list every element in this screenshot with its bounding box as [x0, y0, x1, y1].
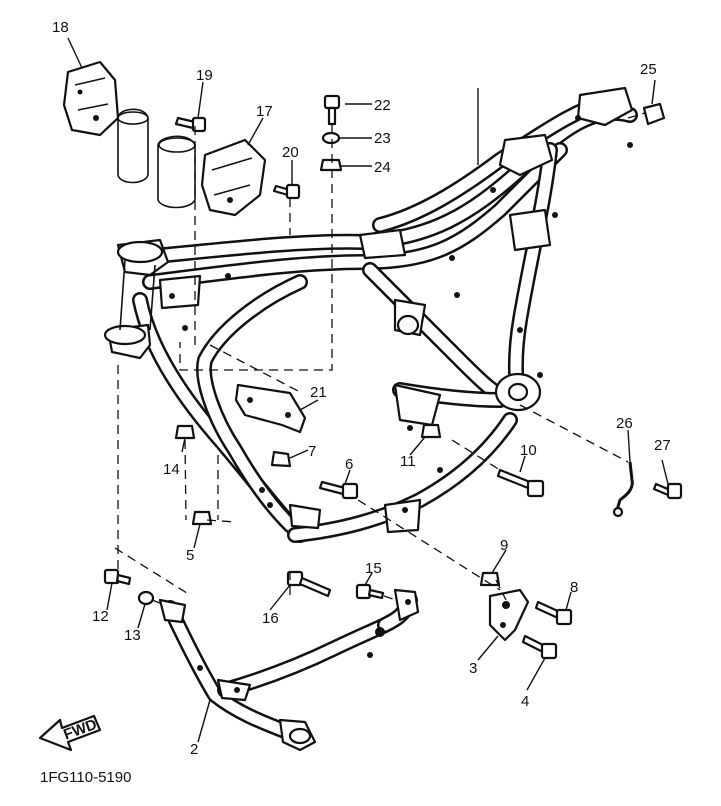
label-part-14: 14 [163, 461, 180, 478]
bolt-15 [355, 583, 385, 600]
lower-cradle-2 [158, 588, 420, 752]
label-part-24: 24 [374, 159, 391, 176]
left-cover-18 [62, 60, 120, 137]
label-part-11: 11 [400, 453, 416, 470]
label-part-18: 18 [52, 19, 69, 36]
label-part-17: 17 [256, 103, 273, 120]
nut-11 [420, 423, 442, 439]
washer-13 [137, 590, 155, 606]
label-part-16: 16 [262, 610, 279, 627]
label-part-27: 27 [654, 437, 671, 454]
bracket-plate-3 [488, 588, 530, 642]
bracket-21 [234, 383, 307, 434]
label-part-7: 7 [308, 443, 316, 460]
label-part-3: 3 [469, 660, 477, 677]
label-part-8: 8 [570, 579, 578, 596]
nut-5 [191, 510, 213, 526]
screw-20 [272, 183, 301, 200]
label-part-13: 13 [124, 627, 141, 644]
label-part-6: 6 [345, 456, 353, 473]
label-part-2: 2 [190, 741, 198, 758]
label-part-26: 26 [616, 415, 633, 432]
hook-rod-26 [612, 461, 634, 518]
label-part-15: 15 [365, 560, 382, 577]
label-part-25: 25 [640, 61, 657, 78]
fwd-label: FWD [61, 716, 99, 744]
label-part-4: 4 [521, 693, 529, 710]
label-part-23: 23 [374, 130, 391, 147]
label-part-21: 21 [310, 384, 327, 401]
label-part-5: 5 [186, 547, 194, 564]
leader-lines [67, 37, 669, 743]
cylinders-ghost [117, 108, 196, 209]
cap-25 [642, 102, 666, 126]
screw-19 [174, 116, 207, 133]
washer-23 [321, 131, 341, 145]
nut-14 [174, 424, 196, 440]
screw-27 [652, 482, 683, 500]
nut-24 [319, 158, 343, 172]
nut-7 [270, 450, 292, 468]
bolt-4 [521, 634, 558, 660]
label-part-12: 12 [92, 608, 109, 625]
label-part-22: 22 [374, 97, 391, 114]
bolt-22 [323, 94, 341, 126]
fwd-arrow-icon: FWD [38, 714, 102, 752]
label-part-19: 19 [196, 67, 213, 84]
bolt-6 [318, 480, 359, 500]
label-part-10: 10 [520, 442, 537, 459]
catalog-code: 1FG110-5190 [40, 769, 131, 786]
right-cover-17 [200, 138, 267, 217]
bolt-10 [496, 468, 545, 498]
bolt-8 [534, 600, 573, 626]
label-part-20: 20 [282, 144, 299, 161]
part-labels: 18 19 17 20 22 23 24 25 21 14 7 6 11 10 … [52, 19, 671, 758]
main-frame [103, 86, 638, 543]
long-bolt-16 [286, 570, 332, 598]
assembly-lines [114, 112, 646, 606]
label-part-9: 9 [500, 537, 508, 554]
